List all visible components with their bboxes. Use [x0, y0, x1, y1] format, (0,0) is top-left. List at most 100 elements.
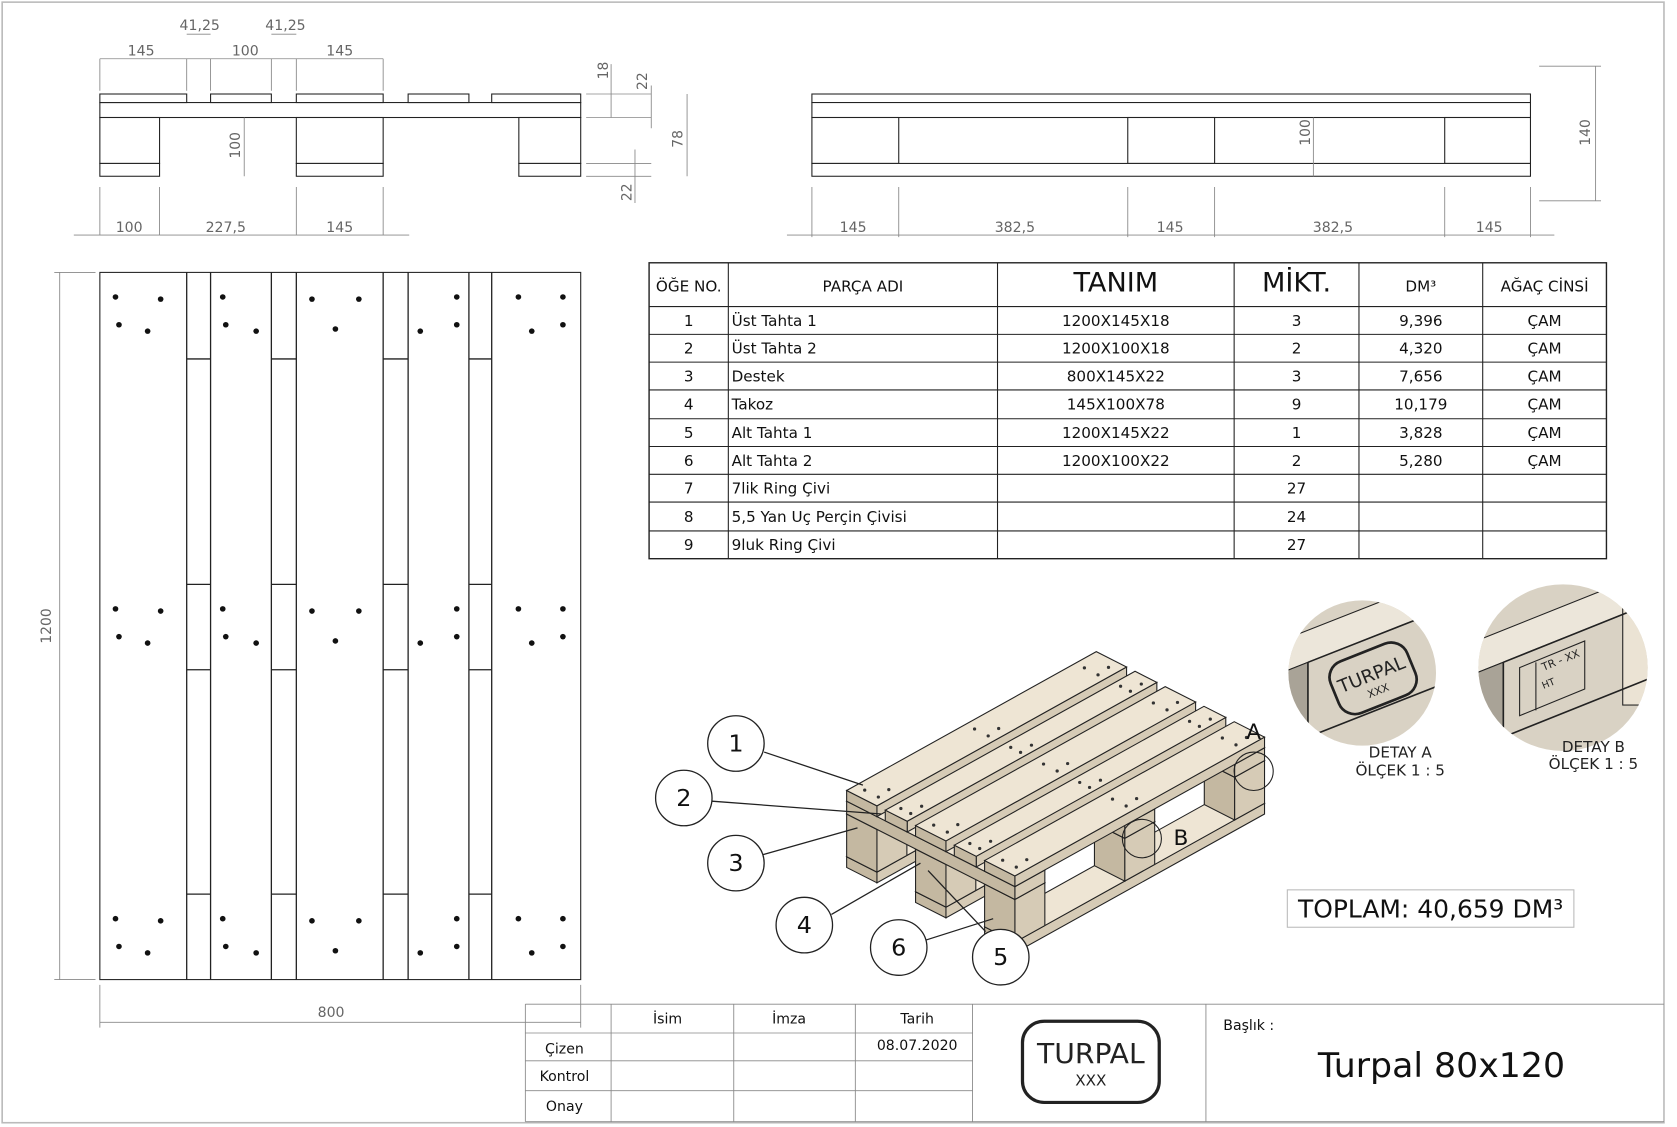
detail-a-marker-circle[interactable]	[1233, 751, 1274, 792]
top-board	[983, 721, 1266, 888]
bom-cell: 27	[1287, 480, 1306, 498]
block	[1127, 116, 1216, 164]
nail-dot	[1165, 708, 1169, 712]
row-label-checked: Kontrol	[540, 1069, 590, 1085]
nail-dot	[899, 806, 903, 811]
detail-a-view: TURPAL XXX DETAY A ÖLÇEK 1 : 5	[1288, 600, 1445, 780]
detail-a-title: DETAY A	[1369, 743, 1433, 761]
balloon-2[interactable]: 2	[654, 769, 713, 827]
nail-dot	[112, 915, 119, 922]
nail-dot	[1187, 719, 1192, 723]
bottom-board	[295, 162, 384, 177]
bom-cell: 145X100X78	[1067, 396, 1165, 414]
balloon-6[interactable]: 6	[869, 919, 928, 976]
bom-header: PARÇA ADI	[823, 278, 904, 296]
col-header-name: İsim	[653, 1009, 682, 1027]
balloon-3[interactable]: 3	[707, 834, 765, 892]
nail-dot	[560, 294, 566, 300]
nail-dot	[144, 328, 151, 334]
bom-cell: 6	[684, 452, 694, 470]
bom-cell: 9,396	[1399, 312, 1442, 330]
dim-label: 1200	[39, 608, 55, 643]
nail-dot	[972, 727, 977, 731]
nail-dot	[1124, 804, 1128, 808]
bom-cell: 2	[1292, 452, 1302, 470]
balloon-label: 4	[797, 911, 812, 939]
bom-cell: 5,5 Yan Uç Perçin Çivisi	[732, 508, 907, 526]
nail-dot	[332, 326, 339, 332]
balloon-label: 6	[891, 934, 906, 962]
nail-dot	[1078, 780, 1082, 785]
bom-cell: 2	[684, 340, 694, 358]
nail-dot	[968, 841, 972, 846]
block	[518, 116, 582, 164]
nail-dot	[528, 328, 535, 334]
nail-dot	[956, 823, 960, 827]
bom-cell: 3	[684, 367, 694, 385]
dim-label: 41,25	[180, 18, 220, 34]
bom-header: TANIM	[1072, 268, 1158, 299]
bom-cell: 7,656	[1399, 367, 1442, 385]
dim-label: 100	[116, 220, 143, 236]
nail-dot	[887, 788, 891, 792]
bom-header: ÖĞE NO.	[656, 277, 722, 296]
bom-cell: 3	[1292, 367, 1302, 385]
nail-dot	[253, 950, 259, 956]
nail-dot	[919, 804, 924, 808]
bom-cell: 8	[684, 508, 694, 526]
dim-label: 18	[596, 62, 612, 80]
title-block: İsim İmza Tarih Çizen Kontrol Onay 08.07…	[524, 1003, 1664, 1123]
drawn-date: 08.07.2020	[877, 1038, 958, 1054]
nail-dot	[1018, 750, 1023, 754]
stringer	[99, 102, 582, 119]
bom-cell: ÇAM	[1528, 424, 1562, 442]
nail-dot	[909, 811, 913, 816]
balloon-5[interactable]: 5	[971, 928, 1030, 986]
top-board	[491, 93, 582, 104]
nail-dot	[417, 950, 424, 956]
bom-cell: 1200X145X22	[1062, 424, 1170, 442]
bom-cell: 5,280	[1399, 452, 1442, 470]
detail-a-scale: ÖLÇEK 1 : 5	[1355, 761, 1444, 780]
nail-dot	[453, 633, 460, 640]
dim-label: 382,5	[995, 220, 1035, 236]
nail-dot	[222, 943, 229, 950]
dim-label: 800	[318, 1005, 345, 1021]
nail-dot	[560, 943, 566, 950]
col-header-date: Tarih	[899, 1011, 934, 1027]
block	[99, 116, 161, 164]
nail-dot	[1128, 689, 1133, 693]
nail-dot	[1244, 735, 1249, 740]
nail-dot	[1220, 736, 1224, 740]
detail-b-marker-circle[interactable]	[1121, 818, 1162, 859]
nail-dot	[1118, 684, 1123, 688]
bom-frame	[648, 262, 1608, 560]
nail-dot	[157, 918, 164, 924]
nail-dot	[253, 640, 259, 646]
dim-label: 41,25	[265, 18, 305, 34]
nail-dot	[945, 830, 949, 834]
balloon-1[interactable]: 1	[707, 715, 765, 772]
nail-dot	[417, 328, 424, 334]
balloon-4[interactable]: 4	[775, 896, 834, 954]
nail-dot	[997, 726, 1001, 731]
top-board	[407, 93, 470, 104]
nail-dot	[417, 640, 424, 646]
nail-dot	[932, 823, 936, 827]
block	[1444, 116, 1532, 164]
nail-dot	[528, 640, 535, 646]
bom-cell: 24	[1287, 508, 1306, 526]
dim-label: 140	[1578, 119, 1594, 145]
nail-dot	[1106, 665, 1111, 669]
detail-b-title: DETAY B	[1562, 738, 1625, 756]
nail-dot	[453, 606, 460, 612]
nail-dot	[222, 633, 229, 640]
dim-label: 145	[128, 44, 155, 60]
plan-view: 1200 800	[39, 271, 582, 1028]
bom-cell: ÇAM	[1528, 367, 1562, 385]
nail-dot	[528, 950, 535, 956]
nail-dot	[1139, 682, 1143, 686]
nail-dot	[332, 947, 339, 954]
bom-cell: Alt Tahta 1	[732, 424, 813, 442]
